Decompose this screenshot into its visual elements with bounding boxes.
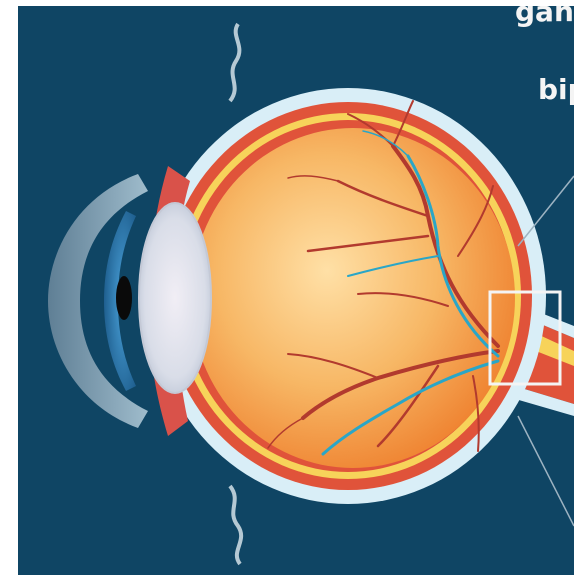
lens <box>139 203 211 393</box>
eye-diagram <box>18 6 574 575</box>
ganglion-label: gan <box>515 6 574 26</box>
callout-line-bottom <box>518 416 574 526</box>
pupil <box>116 276 132 320</box>
lower-eyelid-line <box>230 486 241 564</box>
bipolar-label: bip <box>538 76 574 104</box>
cornea <box>48 174 148 428</box>
diagram-panel: gan bip <box>18 6 574 575</box>
upper-eyelid-line <box>230 24 239 101</box>
vitreous-body <box>191 128 515 468</box>
